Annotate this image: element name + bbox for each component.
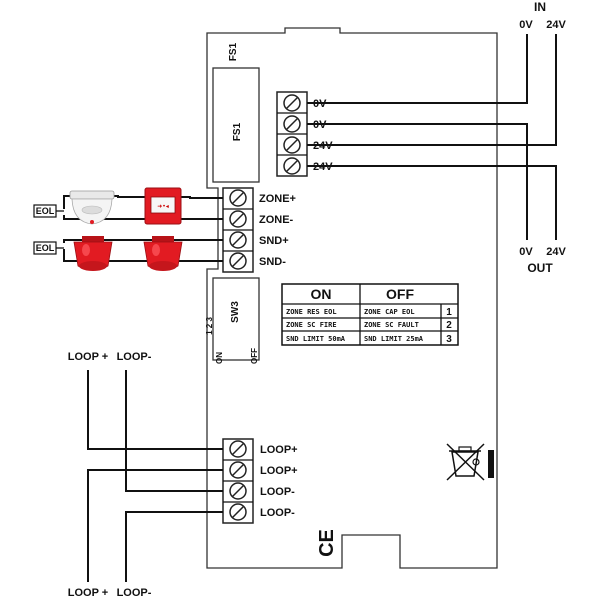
- zone-terminal-label: SND-: [259, 256, 286, 268]
- screw-terminal-icon: [229, 440, 247, 458]
- loop-out-minus-label: LOOP-: [117, 587, 152, 599]
- table-cell-on: ZONE RES EOL: [286, 308, 337, 316]
- loop-terminal-label: LOOP+: [260, 465, 298, 477]
- smoke-detector-icon: [69, 190, 115, 225]
- table-cell-on: ZONE SC FIRE: [286, 321, 337, 329]
- screw-terminal-icon: [283, 115, 301, 133]
- wire-loop-in-minus: [125, 370, 223, 492]
- table-cell-off: SND LIMIT 25mA: [364, 335, 424, 343]
- sw3-on-label: ON: [215, 352, 224, 364]
- screw-terminal-icon: [229, 252, 247, 270]
- fs1-fuse-label: FS1: [232, 122, 243, 141]
- sounder-icon: [143, 236, 183, 271]
- ce-mark: CE: [316, 529, 338, 557]
- screw-terminal-icon: [229, 210, 247, 228]
- screw-terminal-icon: [283, 157, 301, 175]
- crossed-bin-icon: [446, 443, 494, 481]
- eol-label: EOL: [36, 206, 55, 216]
- screw-terminal-icon: [283, 94, 301, 112]
- wire-in-24v: [307, 34, 557, 146]
- in-title: IN: [534, 0, 546, 14]
- loop-terminal-label: LOOP-: [260, 507, 295, 519]
- svg-text:CE: CE: [316, 529, 338, 557]
- wire-zone-plus: [63, 195, 223, 209]
- svg-text:➜•◂: ➜•◂: [157, 203, 169, 210]
- out-0v-label: 0V: [519, 246, 533, 258]
- sw3-off-label: OFF: [250, 348, 259, 364]
- switch-settings-table: [281, 283, 459, 346]
- sounder-icon: [73, 236, 113, 271]
- wire-loop-out-minus: [125, 511, 223, 582]
- loop-in-plus-label: LOOP +: [68, 351, 108, 363]
- fs1-top-label: FS1: [228, 42, 239, 61]
- table-cell-on: SND LIMIT 50mA: [286, 335, 346, 343]
- screw-terminal-icon: [229, 189, 247, 207]
- manual-call-point-icon: ➜•◂: [144, 187, 182, 225]
- fs1-fuse-holder: [212, 67, 260, 183]
- zone-terminal-label: ZONE+: [259, 193, 296, 205]
- wire-in-0v: [307, 34, 528, 104]
- out-24v-label: 24V: [546, 246, 566, 258]
- table-cell-number: 2: [446, 320, 452, 331]
- table-header-off: OFF: [386, 286, 414, 302]
- zone-terminal-label: SND+: [259, 235, 289, 247]
- wire-out-0v: [307, 123, 528, 240]
- screw-terminal-icon: [229, 461, 247, 479]
- screw-terminal-icon: [229, 231, 247, 249]
- table-cell-number: 3: [446, 334, 452, 345]
- screw-terminal-icon: [229, 503, 247, 521]
- sw3-switch: [212, 277, 260, 361]
- zone-terminal-label: ZONE-: [259, 214, 294, 226]
- in-0v-label: 0V: [519, 19, 533, 31]
- wire-out-24v: [307, 165, 557, 240]
- in-24v-label: 24V: [546, 19, 566, 31]
- table-header-on: ON: [311, 286, 332, 302]
- table-cell-off: ZONE SC FAULT: [364, 321, 419, 329]
- wire-loop-out-plus: [87, 469, 223, 582]
- screw-terminal-icon: [229, 482, 247, 500]
- table-cell-number: 1: [446, 307, 452, 318]
- out-title: OUT: [527, 261, 553, 275]
- sw3-label: SW3: [230, 301, 241, 323]
- loop-terminal-label: LOOP-: [260, 486, 295, 498]
- loop-out-plus-label: LOOP +: [68, 587, 108, 599]
- screw-terminal-icon: [283, 136, 301, 154]
- eol-label: EOL: [36, 243, 55, 253]
- table-cell-off: ZONE CAP EOL: [364, 308, 415, 316]
- loop-in-minus-label: LOOP-: [117, 351, 152, 363]
- sw3-numbers: 1 2 3: [205, 317, 214, 335]
- wire-loop-in-plus: [87, 370, 223, 450]
- loop-terminal-label: LOOP+: [260, 444, 298, 456]
